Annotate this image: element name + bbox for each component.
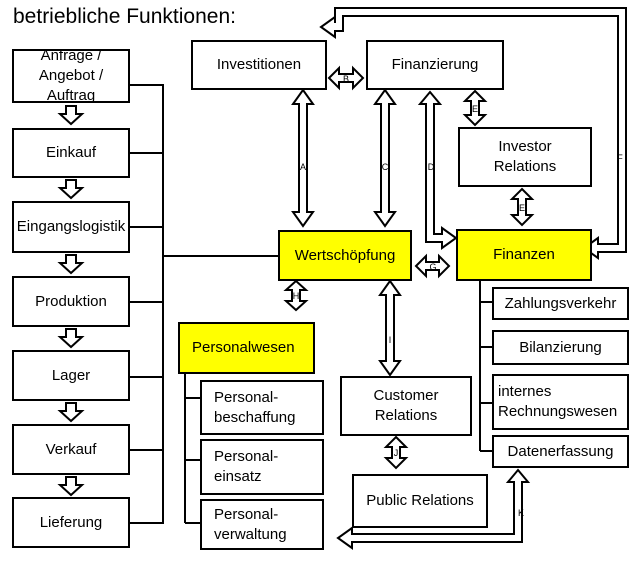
arrow-f: [319, 7, 627, 260]
label-internes-rechnungswesen: internes Rechnungswesen: [498, 383, 618, 420]
arrow-h: [283, 279, 309, 312]
label-datenerfassung: Datenerfassung: [507, 442, 614, 460]
label-finanzierung: Finanzierung: [391, 56, 479, 73]
label-personalbeschaffung: Personal-beschaffung: [214, 388, 296, 426]
personal-bracket: [184, 370, 200, 524]
personal-item-verwaltung: Personal-verwaltung: [200, 499, 324, 550]
chain-down-arrows: [57, 105, 85, 497]
edge-label-k: K: [518, 508, 524, 518]
arrow-d: [417, 90, 458, 250]
chain-label-verkauf: Verkauf: [45, 440, 97, 458]
edge-label-j: J: [394, 448, 399, 458]
arrow-e-top: [462, 89, 488, 127]
chain-label-lager: Lager: [51, 366, 91, 384]
finanzen-item-internes-rechnungswesen: internes Rechnungswesen: [492, 374, 629, 430]
chain-arrow-5: [57, 402, 85, 423]
chain-box-lager: Lager: [12, 350, 130, 401]
arrow-a: [291, 88, 315, 228]
arrow-c: [373, 88, 397, 228]
finanzen-item-bilanzierung: Bilanzierung: [492, 330, 629, 365]
node-personalwesen: Personalwesen: [178, 322, 315, 374]
node-public-relations: Public Relations: [352, 474, 488, 528]
label-personalwesen: Personalwesen: [192, 339, 295, 356]
node-investitionen: Investitionen: [191, 40, 327, 90]
label-bilanzierung: Bilanzierung: [519, 338, 602, 356]
node-wertschoepfung: Wertschöpfung: [278, 230, 412, 281]
node-finanzierung: Finanzierung: [366, 40, 504, 90]
chain-arrow-2: [57, 179, 85, 200]
arrow-k: [336, 468, 531, 550]
finanzen-item-datenerfassung: Datenerfassung: [492, 435, 629, 468]
chain-label-eingangslogistik: Eingangslogistik: [16, 218, 126, 235]
arrow-i: [378, 279, 402, 377]
chain-box-eingangslogistik: Eingangslogistik: [12, 201, 130, 253]
chain-arrow-1: [57, 105, 85, 126]
diagram-title: betriebliche Funktionen:: [13, 5, 236, 28]
personal-item-einsatz: Personal-einsatz: [200, 439, 324, 495]
label-finanzen: Finanzen: [493, 246, 555, 263]
edge-label-i: I: [389, 335, 392, 345]
label-customer-relations: Customer Relations: [373, 387, 439, 424]
node-finanzen: Finanzen: [456, 229, 592, 281]
label-public-relations: Public Relations: [366, 492, 474, 509]
chain-spine: [128, 84, 278, 524]
label-investitionen: Investitionen: [216, 56, 302, 73]
edge-label-g: G: [429, 262, 436, 272]
label-personaleinsatz: Personal-einsatz: [214, 448, 279, 485]
chain-label-anfrage: Anfrage / Angebot / Auftrag: [38, 47, 104, 104]
node-investor-relations: Investor Relations: [458, 127, 592, 187]
chain-label-lieferung: Lieferung: [39, 513, 103, 531]
edge-label-e-bottom: E: [519, 203, 525, 213]
chain-label-einkauf: Einkauf: [45, 144, 97, 161]
chain-arrow-3: [57, 254, 85, 275]
edge-label-c: C: [382, 162, 389, 172]
chain-arrow-4: [57, 328, 85, 349]
node-customer-relations: Customer Relations: [340, 376, 472, 436]
chain-box-verkauf: Verkauf: [12, 424, 130, 475]
chain-arrow-6: [57, 476, 85, 497]
chain-box-lieferung: Lieferung: [12, 497, 130, 548]
edge-label-b: B: [343, 74, 349, 84]
chain-box-einkauf: Einkauf: [12, 128, 130, 178]
label-investor-relations: Investor Relations: [493, 138, 557, 175]
personal-item-beschaffung: Personal-beschaffung: [200, 380, 324, 435]
chain-box-produktion: Produktion: [12, 276, 130, 327]
label-zahlungsverkehr: Zahlungsverkehr: [504, 294, 617, 312]
label-wertschoepfung: Wertschöpfung: [294, 246, 396, 264]
arrow-j: [383, 435, 409, 470]
edge-label-f: F: [617, 153, 623, 163]
edge-label-h: H: [293, 291, 300, 301]
edge-label-d: D: [428, 162, 435, 172]
finanzen-item-zahlungsverkehr: Zahlungsverkehr: [492, 287, 629, 320]
edge-label-a: A: [300, 162, 306, 172]
chain-box-anfrage: Anfrage / Angebot / Auftrag: [12, 47, 130, 104]
arrow-b: [327, 65, 365, 91]
arrow-g: [414, 253, 451, 279]
arrow-e-bottom: [509, 187, 535, 227]
label-personalverwaltung: Personal-verwaltung: [214, 505, 287, 543]
edge-label-e-top: E: [472, 104, 478, 114]
edge-labels: A B C D E E F G H I J K: [293, 74, 624, 518]
chain-label-produktion: Produktion: [35, 292, 107, 310]
finanzen-bracket: [479, 279, 492, 452]
